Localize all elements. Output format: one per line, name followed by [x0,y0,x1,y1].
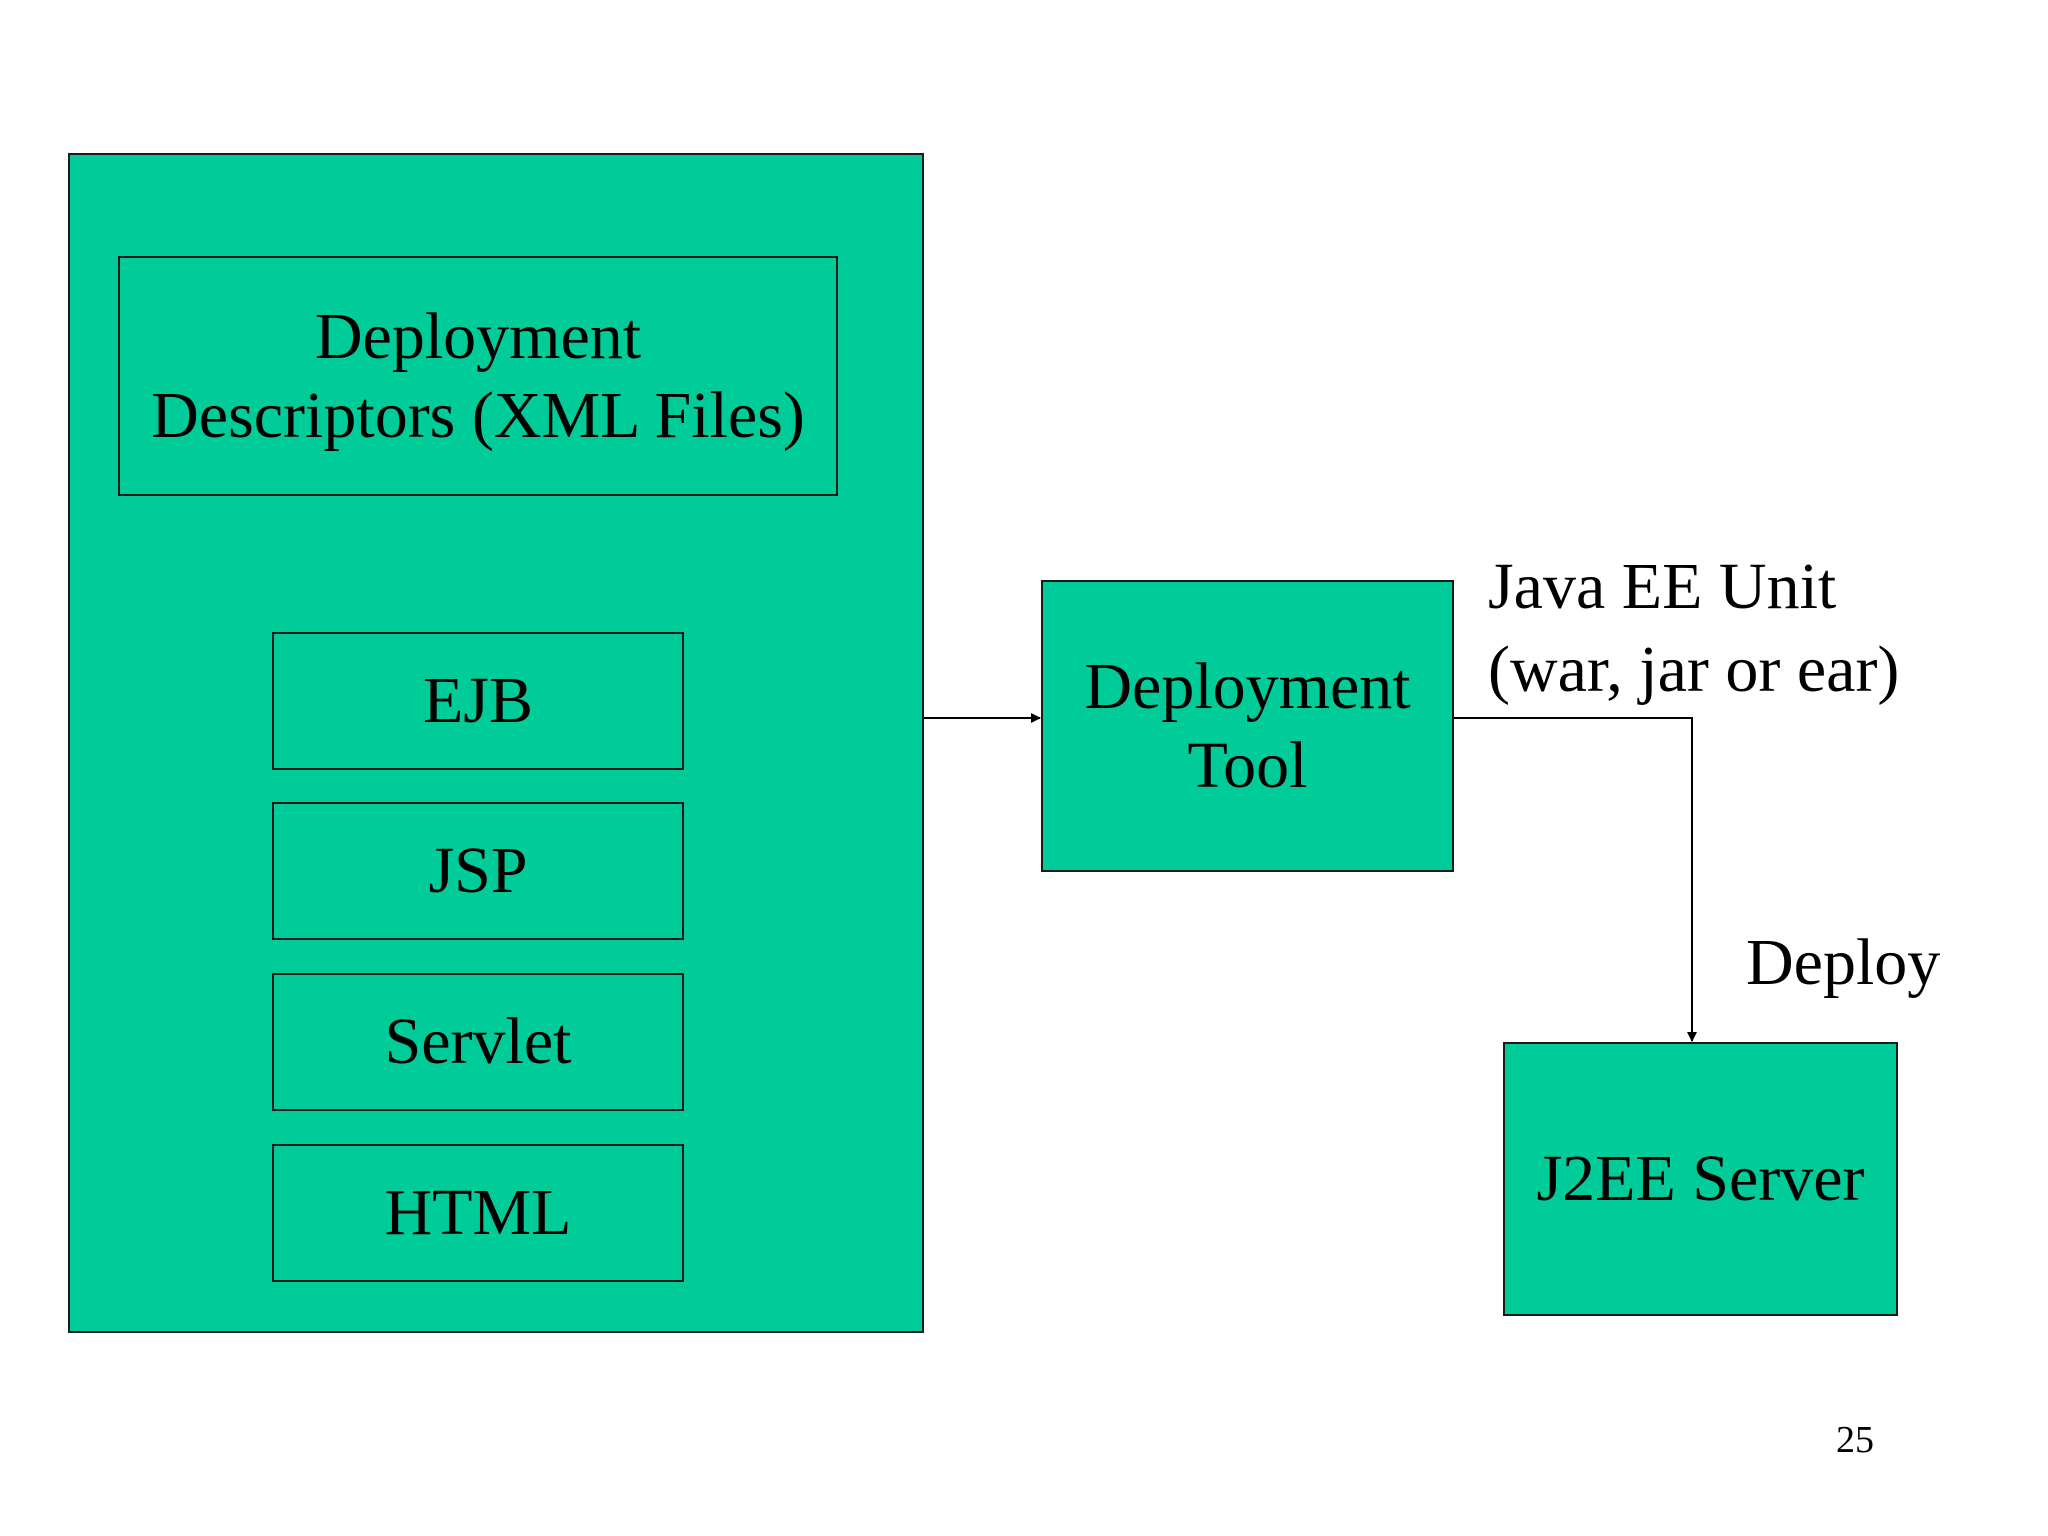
component-servlet-box: Servlet [272,973,684,1111]
deploy-label: Deploy [1746,926,1941,999]
component-servlet-label: Servlet [384,1005,572,1079]
arrow-tool-to-server [1454,717,1697,1042]
page-number: 25 [1836,1419,1874,1461]
descriptors-label: Deployment Descriptors (XML Files) [151,299,805,452]
unit-label: Java EE Unit (war, jar or ear) [1488,550,1900,706]
deployment-tool-box: Deployment Tool [1041,580,1454,872]
deployment-tool-label: Deployment Tool [1084,649,1411,802]
component-ejb-box: EJB [272,632,684,770]
server-box: J2EE Server [1503,1042,1898,1316]
component-ejb-label: EJB [422,664,534,738]
component-html-box: HTML [272,1144,684,1282]
server-label: J2EE Server [1536,1142,1865,1216]
component-jsp-label: JSP [428,834,528,908]
component-html-label: HTML [384,1176,572,1250]
component-jsp-box: JSP [272,802,684,940]
descriptors-box: Deployment Descriptors (XML Files) [118,256,838,496]
